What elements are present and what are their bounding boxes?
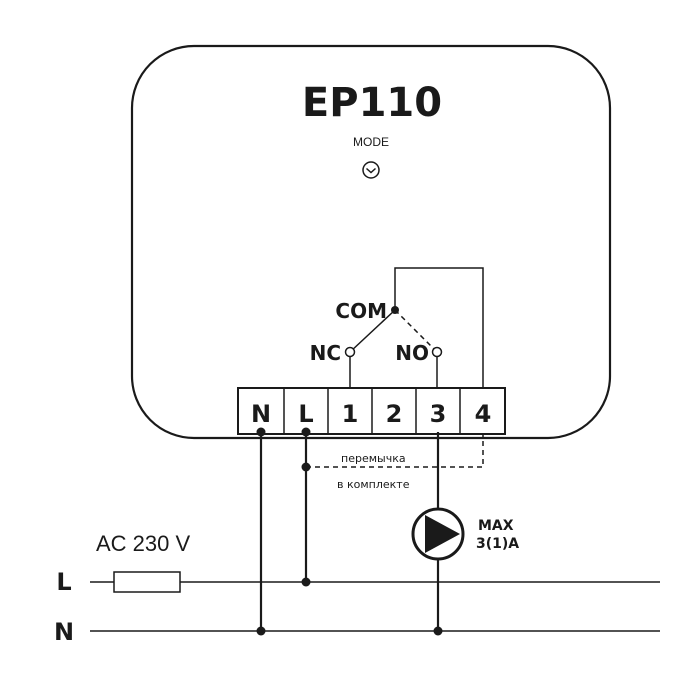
device-housing (130, 44, 612, 440)
com-to-nc-contact (349, 309, 396, 353)
com-junction (391, 306, 399, 314)
supply-line-n-label: N (54, 618, 74, 646)
nc-label: NC (310, 341, 341, 365)
terminal-3: 3 (430, 400, 447, 428)
mode-label: MODE (353, 135, 389, 149)
jumper-caption-line2: в комплекте (337, 478, 410, 491)
terminal-4: 4 (475, 400, 492, 428)
supply-line-l-label: L (56, 568, 71, 596)
relay-contacts (344, 267, 484, 390)
n-line-node-pump (433, 626, 443, 636)
terminal-2: 2 (386, 400, 403, 428)
jumper-caption-line1: перемычка (341, 452, 406, 465)
supply-voltage-label: AC 230 V (96, 531, 190, 556)
no-label: NO (395, 341, 429, 365)
no-contact (431, 346, 443, 358)
clock-icon[interactable] (362, 161, 380, 179)
com-to-no-switch (394, 309, 438, 353)
com-label: COM (335, 299, 387, 323)
jumper-node (301, 462, 311, 472)
n-line-node-device (256, 626, 266, 636)
nc-contact (344, 346, 356, 358)
n-terminal-node (256, 427, 266, 437)
l-terminal-node (301, 427, 311, 437)
l-line-node (301, 577, 311, 587)
terminal-n: N (251, 400, 271, 428)
terminal-block (237, 387, 506, 435)
pump-rating-line2: 3(1)A (476, 536, 519, 552)
terminal-l: L (298, 400, 313, 428)
jumper-wire (306, 434, 484, 468)
external-wiring (90, 427, 660, 636)
com-wire (394, 267, 484, 390)
fuse-icon (113, 571, 181, 593)
pump-rating-line1: MAX (478, 518, 514, 534)
device-model-title: EP110 (302, 80, 442, 126)
pump-icon (411, 507, 465, 561)
terminal-1: 1 (342, 400, 359, 428)
